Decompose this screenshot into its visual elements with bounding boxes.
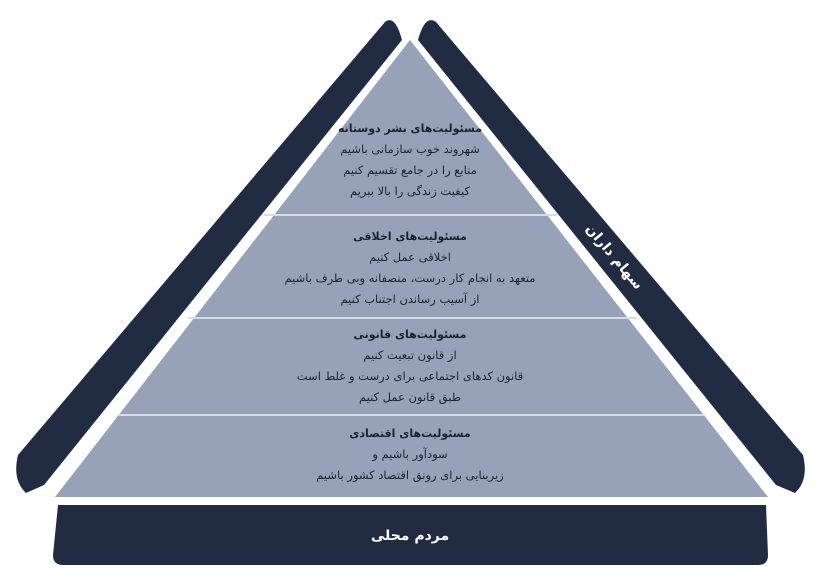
base-label-text: مردم محلی: [370, 528, 450, 544]
right-side-band: [418, 20, 805, 494]
layer-line: طبق قانون عمل کنیم: [358, 390, 462, 404]
layer-line: سودآور باشیم و: [372, 447, 448, 461]
layer-economic: مسئولیت‌های اقتصادی سودآور باشیم و زیربن…: [316, 423, 503, 486]
layer-legal: مسئولیت‌های قانونی از قانون تبعیت کنیم ق…: [297, 324, 523, 408]
layer-line: متعهد به انجام کار درست، منصفانه وبی طرف…: [284, 271, 536, 285]
layer-line: اخلاقی عمل کنیم: [369, 250, 451, 264]
layer-ethical: مسئولیت‌های اخلاقی اخلاقی عمل کنیم متعهد…: [285, 226, 536, 310]
layer-line: قانون کدهای اجتماعی برای درست و غلط است: [296, 369, 524, 383]
layer-title: مسئولیت‌های اقتصادی: [349, 427, 471, 440]
layer-line: شهروند خوب سازمانی باشیم: [340, 142, 480, 156]
layer-title: مسئولیت‌های قانونی: [353, 328, 467, 341]
layer-philanthropic: مسئولیت‌های بشر دوستانه شهروند خوب سازما…: [338, 118, 482, 202]
pyramid-body: [55, 40, 768, 497]
layer-title: مسئولیت‌های بشر دوستانه: [337, 122, 483, 135]
left-side-band: [16, 20, 402, 494]
layer-line: کیفیت زندگی را بالا ببریم: [350, 184, 470, 198]
layer-line: منابع را در جامع تقسیم کنیم: [343, 163, 477, 177]
layer-line: زیربنایی برای رونق اقتصاد کشور باشیم: [316, 468, 504, 482]
base-band: [53, 505, 768, 565]
layer-title: مسئولیت‌های اخلاقی: [353, 230, 467, 243]
layer-line: از قانون تبعیت کنیم: [363, 348, 457, 362]
layer-line: از آسیب رساندن اجتناب کنیم: [340, 292, 480, 306]
base-label: مردم محلی: [371, 528, 449, 544]
